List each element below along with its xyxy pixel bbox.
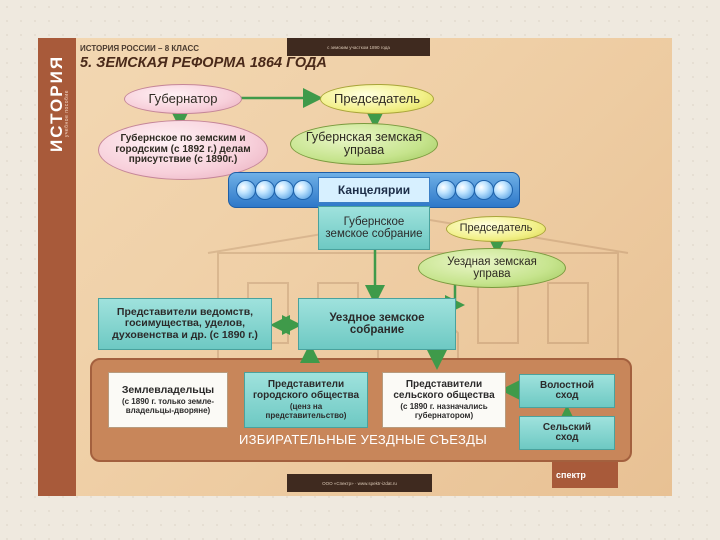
governor-node: Губернатор xyxy=(124,84,242,114)
publisher-logo: спектр xyxy=(552,462,618,488)
sidebar: ИСТОРИЯ учебное пособие xyxy=(38,38,76,496)
chancellery-circle xyxy=(274,180,294,200)
electoral-caption: ИЗБИРАТЕЛЬНЫЕ УЕЗДНЫЕ СЪЕЗДЫ xyxy=(239,432,488,447)
chancelleries-label: Канцелярии xyxy=(318,177,430,203)
city-title: Представители городского общества xyxy=(252,379,360,401)
village-node: Сельский сход xyxy=(519,416,615,450)
rural-note: (с 1890 г. назначались губернатором) xyxy=(400,402,488,420)
uyezd-board-node: Уездная земская управа xyxy=(418,248,566,288)
chancellery-circle xyxy=(436,180,456,200)
chancellery-circle xyxy=(293,180,313,200)
city-representatives-node: Представители городского общества (ценз … xyxy=(244,372,368,428)
representatives-misc-node: Представители ведомств, госимущества, уд… xyxy=(98,298,272,350)
page-supertitle: ИСТОРИЯ РОССИИ – 8 КЛАСС xyxy=(80,44,199,53)
bottom-bar: ООО «Спектр» · www.spektr-izdat.ru xyxy=(287,474,432,492)
uyezd-chairman-node: Председатель xyxy=(446,216,546,242)
chancellery-circle xyxy=(493,180,513,200)
provincial-board-node: Губернская земская управа xyxy=(290,123,438,165)
landowners-note: (с 1890 г. только земле-владельцы-дворян… xyxy=(121,397,215,415)
chairman-node: Председатель xyxy=(320,84,434,114)
landowners-node: Землевладельцы (с 1890 г. только земле-в… xyxy=(108,372,228,428)
rural-representatives-node: Представители сельского общества (с 1890… xyxy=(382,372,506,428)
page-title: 5. ЗЕМСКАЯ РЕФОРМА 1864 ГОДА xyxy=(80,55,327,71)
chancellery-circle xyxy=(255,180,275,200)
provincial-office-node: Губернское по земским и городским (с 189… xyxy=(98,120,268,180)
chancellery-circle xyxy=(236,180,256,200)
landowners-title: Землевладельцы xyxy=(121,384,215,397)
city-note: (ценз на представительство) xyxy=(265,402,347,420)
top-bar: с земским участком 1890 года xyxy=(287,38,430,56)
rural-title: Представители сельского общества xyxy=(393,379,495,401)
provincial-assembly-node: Губернское земское собрание xyxy=(318,206,430,250)
chancellery-circle xyxy=(474,180,494,200)
uyezd-assembly-node: Уездное земское собрание xyxy=(298,298,456,350)
chancellery-circle xyxy=(455,180,475,200)
volost-node: Волостной сход xyxy=(519,374,615,408)
